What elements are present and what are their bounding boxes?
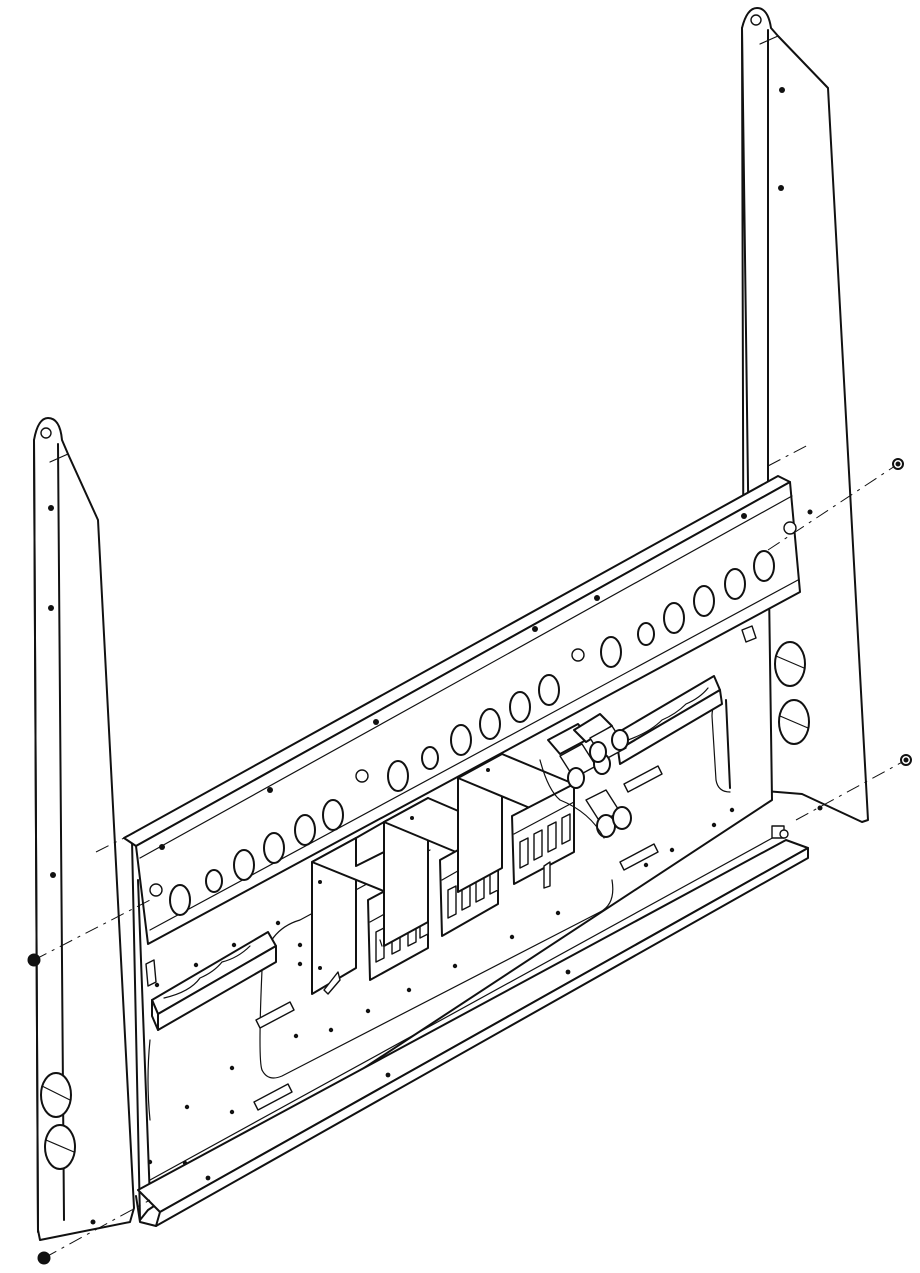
mounting-rail (123, 475, 801, 945)
screw-mid-right (795, 754, 912, 821)
bottom-channel (135, 825, 809, 1227)
screw-mid-left (27, 899, 151, 967)
left-upright (33, 417, 135, 1241)
contactor-3 (457, 753, 575, 893)
axis-lines (95, 443, 811, 853)
screw-top-right (767, 458, 904, 551)
screw-bottom-left (37, 1199, 151, 1265)
standoff-pins (145, 625, 757, 1111)
din-rail-left (151, 931, 277, 1031)
fuse-holders (539, 713, 632, 839)
